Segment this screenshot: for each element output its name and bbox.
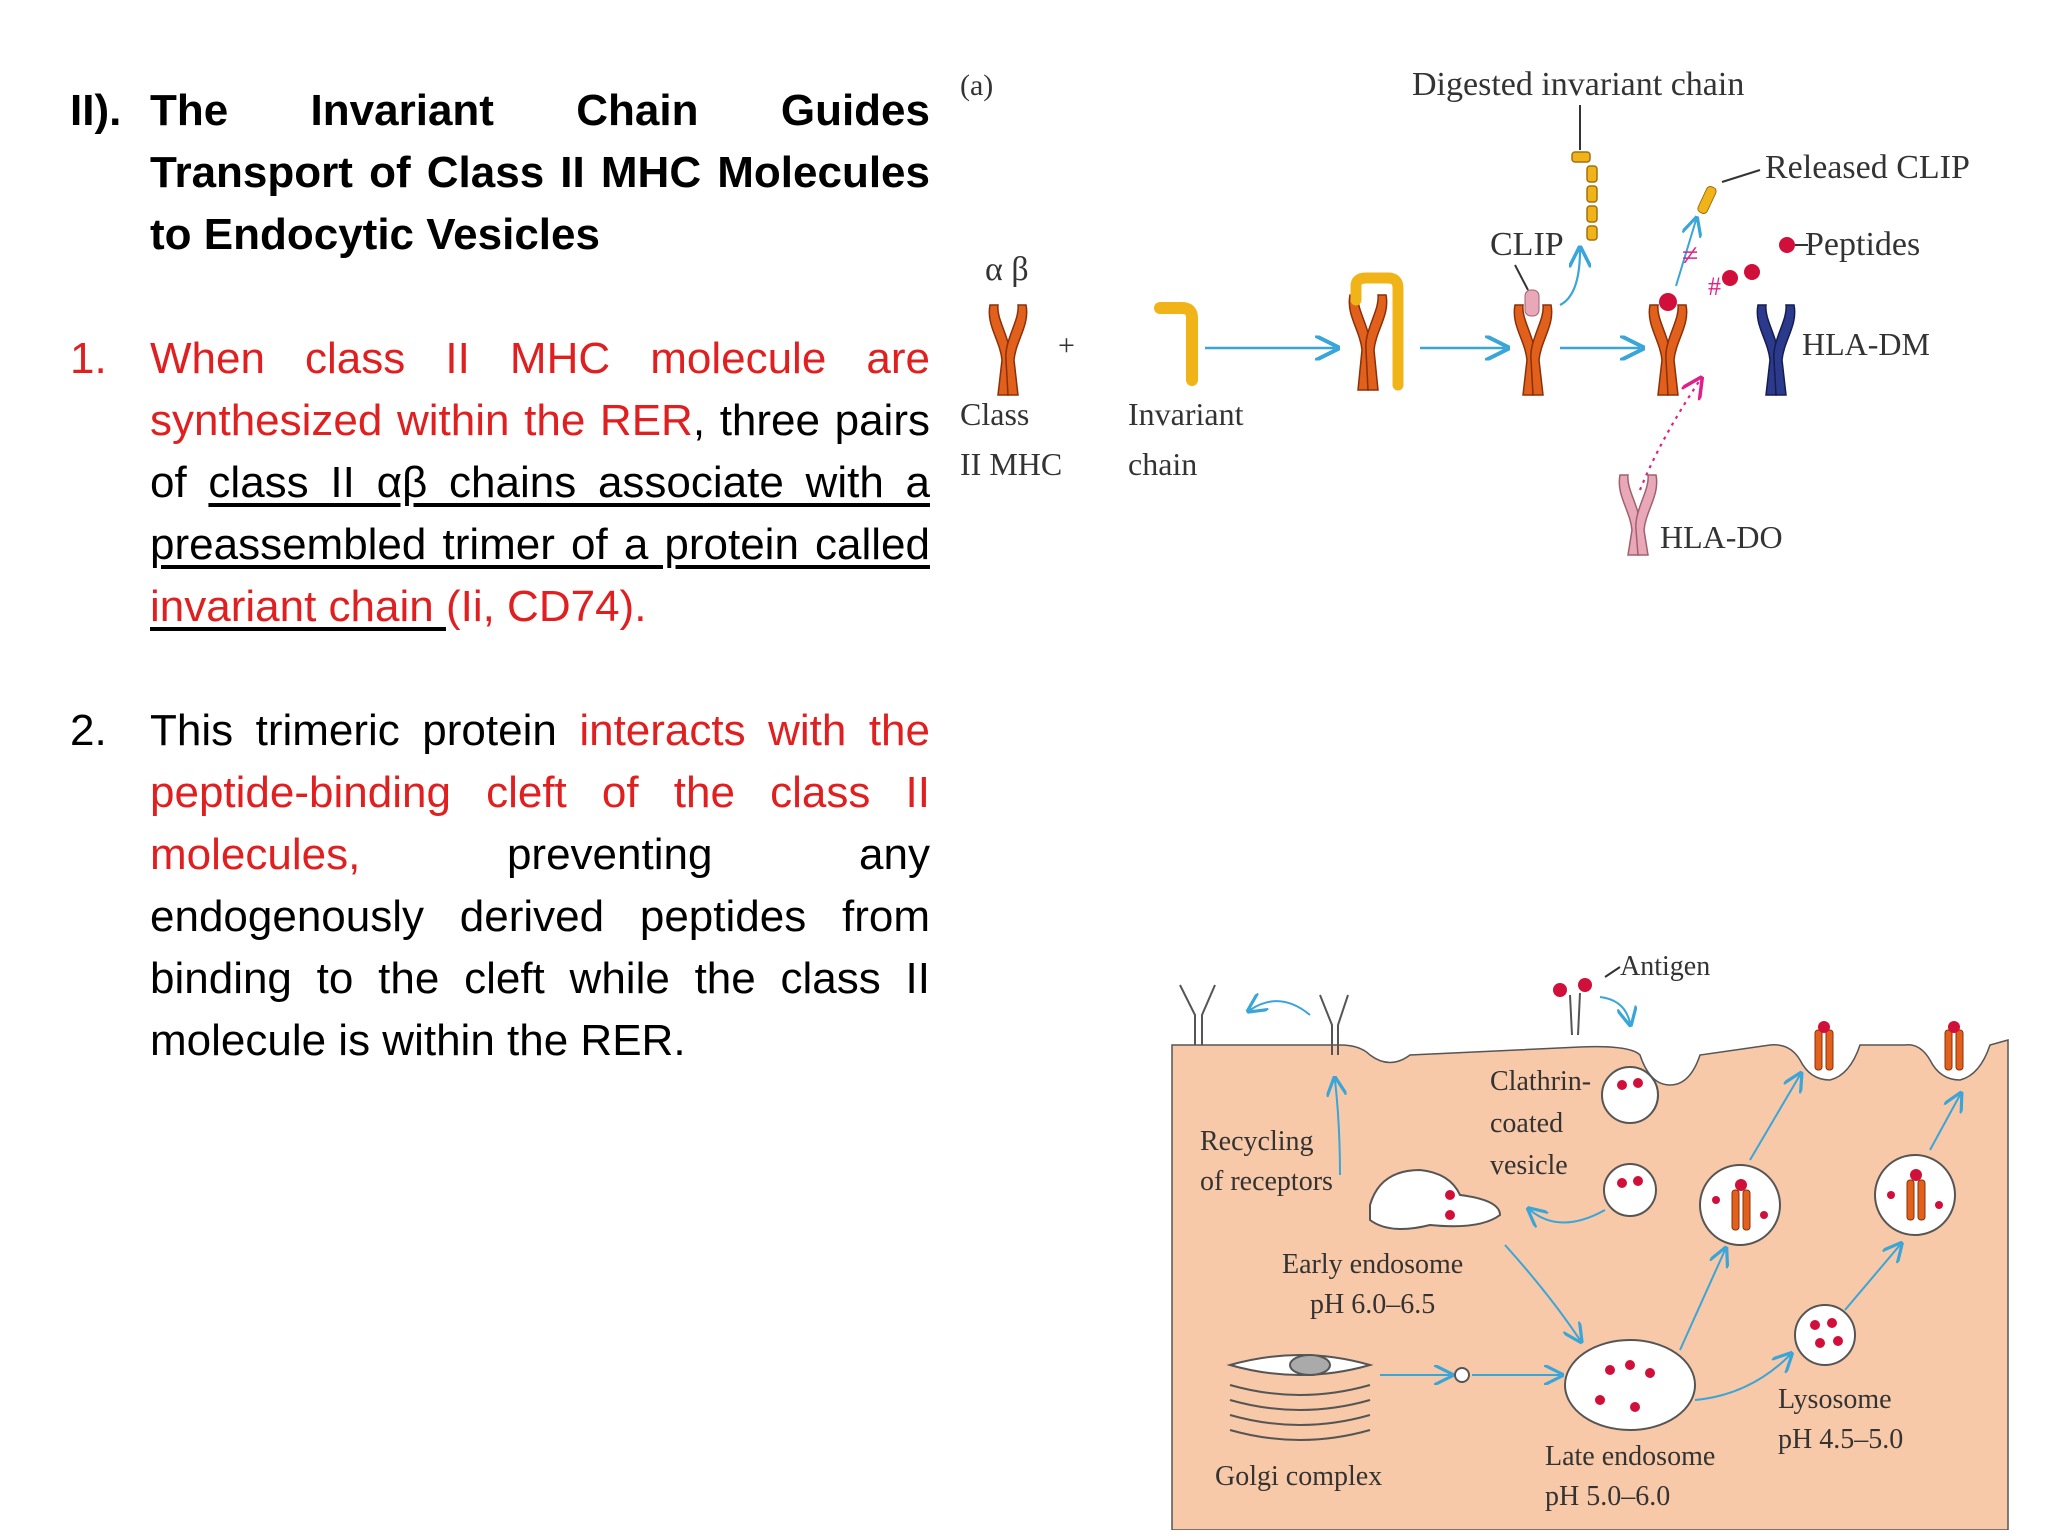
item-1-underlined-red-text: invariant chain [150, 582, 446, 631]
figure-a: (a) Digested invariant chain Released CL… [960, 50, 2000, 570]
label-clathrin-2: coated [1490, 1108, 1563, 1139]
label-late-1: Late endosome [1545, 1441, 1715, 1472]
figure-a-diagram: (a) Digested invariant chain Released CL… [960, 66, 1970, 556]
label-clip: CLIP [1490, 226, 1564, 263]
list-item-2: 2. This trimeric protein interacts with … [70, 700, 930, 1072]
label-alpha-beta: α β [985, 251, 1029, 288]
label-recycling-1: Recycling [1200, 1126, 1314, 1157]
label-hla-do: HLA-DO [1660, 519, 1783, 555]
early-endosome-icon [1369, 1168, 1502, 1230]
list-item-1: 1. When class II MHC molecule are synthe… [70, 328, 930, 638]
label-early-1: Early endosome [1282, 1249, 1463, 1280]
peptide-dot [1779, 237, 1795, 253]
mhc-vesicle-icons [1699, 1154, 1956, 1246]
item-1-red-text-2: (Ii, CD74). [445, 582, 647, 631]
item-2-red-text: interacts with the peptide-binding cleft… [150, 706, 930, 879]
label-class-2: II MHC [960, 446, 1062, 482]
label-lysosome-2: pH 4.5–5.0 [1778, 1424, 1903, 1455]
mhc-clip-complex-icon [1513, 289, 1553, 396]
label-golgi: Golgi complex [1215, 1461, 1382, 1492]
item-1-number: 1. [70, 334, 107, 383]
item-2-text: This trimeric protein interacts with the… [150, 700, 930, 1072]
plus-sign: + [1058, 329, 1075, 362]
item-2-plain-text-2: preventing any endogenously derived pept… [150, 830, 930, 1065]
heading-number: II). [70, 86, 122, 135]
label-clathrin-3: vesicle [1490, 1150, 1568, 1181]
label-early-2: pH 6.0–6.5 [1310, 1289, 1435, 1320]
figure-b-diagram: Antigen Clathrin- coated vesicle Recycli… [1171, 951, 2009, 1531]
hla-dm-icon [1756, 304, 1796, 396]
mhc-peptide-complex-icon [1648, 293, 1688, 396]
label-invariant-2: chain [1128, 446, 1197, 482]
item-2-number: 2. [70, 706, 107, 755]
item-1-plain-text: , three pairs of [150, 396, 930, 507]
late-endosome-icon [1564, 1339, 1696, 1431]
label-clathrin-1: Clathrin- [1490, 1066, 1591, 1097]
panel-label-a: (a) [960, 69, 993, 102]
hla-do-icon [1618, 474, 1658, 556]
item-1-text: When class II MHC molecule are synthesiz… [150, 328, 930, 638]
lysosome-icon [1794, 1304, 1856, 1366]
digested-invariant-chain-icon [1571, 151, 1598, 241]
text-column: II). The Invariant Chain Guides Transpor… [70, 80, 930, 1072]
surface-receptors [1179, 984, 1349, 1055]
item-1-red-text: When class II MHC molecule are synthesiz… [150, 334, 930, 445]
released-clip-icon [1697, 186, 1717, 214]
heading-text: The Invariant Chain Guides Transport of … [150, 86, 930, 259]
label-lysosome-1: Lysosome [1778, 1384, 1892, 1415]
label-antigen: Antigen [1620, 951, 1710, 982]
item-2-plain-text: This trimeric protein [150, 706, 580, 755]
label-peptides: Peptides [1805, 226, 1920, 263]
section-heading: II). The Invariant Chain Guides Transpor… [70, 80, 930, 266]
label-class-1: Class [960, 396, 1029, 432]
svg-text:≠: ≠ [1682, 239, 1698, 272]
label-invariant-1: Invariant [1128, 396, 1244, 432]
clathrin-vesicle-icon [1601, 1066, 1659, 1217]
figure-b: Antigen Clathrin- coated vesicle Recycli… [1160, 945, 2020, 1531]
label-recycling-2: of receptors [1200, 1166, 1333, 1197]
cell-body [1171, 1039, 2009, 1531]
svg-text:#: # [1708, 272, 1721, 301]
label-hla-dm: HLA-DM [1802, 326, 1930, 362]
label-late-2: pH 5.0–6.0 [1545, 1481, 1670, 1512]
class-ii-mhc-icon [988, 304, 1028, 396]
label-digested-invariant-chain: Digested invariant chain [1412, 66, 1744, 103]
item-1-underlined-text: class II αβ chains associate with a prea… [150, 458, 930, 569]
mhc-invariant-complex-icon [1348, 272, 1404, 391]
label-released-clip: Released CLIP [1765, 149, 1970, 186]
golgi-complex-icon [1226, 1354, 1374, 1441]
invariant-chain-icon [1154, 302, 1198, 386]
